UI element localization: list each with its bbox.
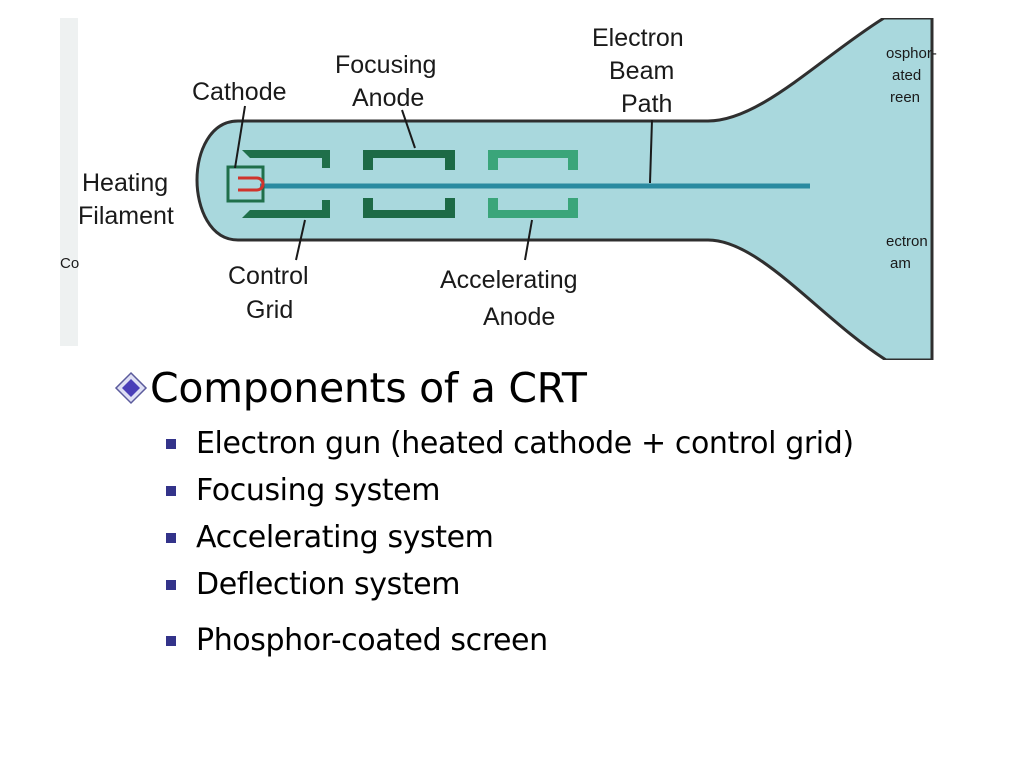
label-cathode: Cathode <box>192 78 287 106</box>
square-bullet-icon <box>166 485 176 496</box>
accelerating-anode-shape <box>488 150 578 218</box>
label-cropped-left: Co <box>60 255 79 272</box>
bullet-text: Focusing system <box>196 473 441 508</box>
control-leader <box>295 219 306 261</box>
control-grid-shape <box>242 150 330 218</box>
square-bullet-icon <box>166 532 176 543</box>
label-electron-1: Electron <box>592 24 684 52</box>
focusing-leader <box>401 109 416 149</box>
bullet-text: Electron gun (heated cathode + control g… <box>196 426 854 461</box>
scan-edge <box>60 18 78 346</box>
slide-title: Components of a CRT <box>112 364 587 412</box>
label-control-1: Control <box>228 262 309 290</box>
label-focusing-2: Anode <box>352 84 424 112</box>
crt-diagram: Cathode Focusing Anode Electron Beam Pat… <box>60 18 956 360</box>
bullet-item: Phosphor-coated screen <box>166 617 854 664</box>
label-electron-2: Beam <box>609 57 674 85</box>
label-control-2: Grid <box>246 296 293 324</box>
bullet-item: Electron gun (heated cathode + control g… <box>166 420 854 467</box>
crt-tube <box>195 18 934 360</box>
bullet-text: Phosphor-coated screen <box>196 623 548 658</box>
label-focusing-1: Focusing <box>335 51 436 79</box>
bullet-text: Deflection system <box>196 567 461 602</box>
square-bullet-icon <box>166 635 176 646</box>
label-accelerating-1: Accelerating <box>440 266 578 294</box>
bullet-item: Accelerating system <box>166 514 854 561</box>
label-accelerating-2: Anode <box>483 303 555 331</box>
label-cropped-phosphor-1: osphor- <box>886 45 937 62</box>
bullet-item: Deflection system <box>166 561 854 608</box>
label-heating-1: Heating <box>82 169 168 197</box>
label-cropped-phosphor-3: reen <box>890 89 920 106</box>
focusing-anode-shape <box>363 150 455 218</box>
square-bullet-icon <box>166 438 176 449</box>
slide-title-text: Components of a CRT <box>150 364 587 412</box>
diamond-bullet-icon <box>114 371 148 405</box>
accelerating-leader <box>524 219 533 261</box>
heating-filament-shape <box>238 176 265 192</box>
label-cropped-electron-2: am <box>890 255 911 272</box>
label-heating-2: Filament <box>78 202 174 230</box>
bullet-item: Focusing system <box>166 467 854 514</box>
bullet-text: Accelerating system <box>196 520 494 555</box>
bullet-list: Electron gun (heated cathode + control g… <box>166 420 854 664</box>
beam-leader <box>649 119 653 184</box>
cathode-leader <box>234 105 246 169</box>
label-electron-3: Path <box>621 90 672 118</box>
crt-diagram-svg: Cathode Focusing Anode Electron Beam Pat… <box>60 18 937 360</box>
label-cropped-phosphor-2: ated <box>892 67 921 84</box>
square-bullet-icon <box>166 579 176 590</box>
label-cropped-electron-1: ectron <box>886 233 928 250</box>
